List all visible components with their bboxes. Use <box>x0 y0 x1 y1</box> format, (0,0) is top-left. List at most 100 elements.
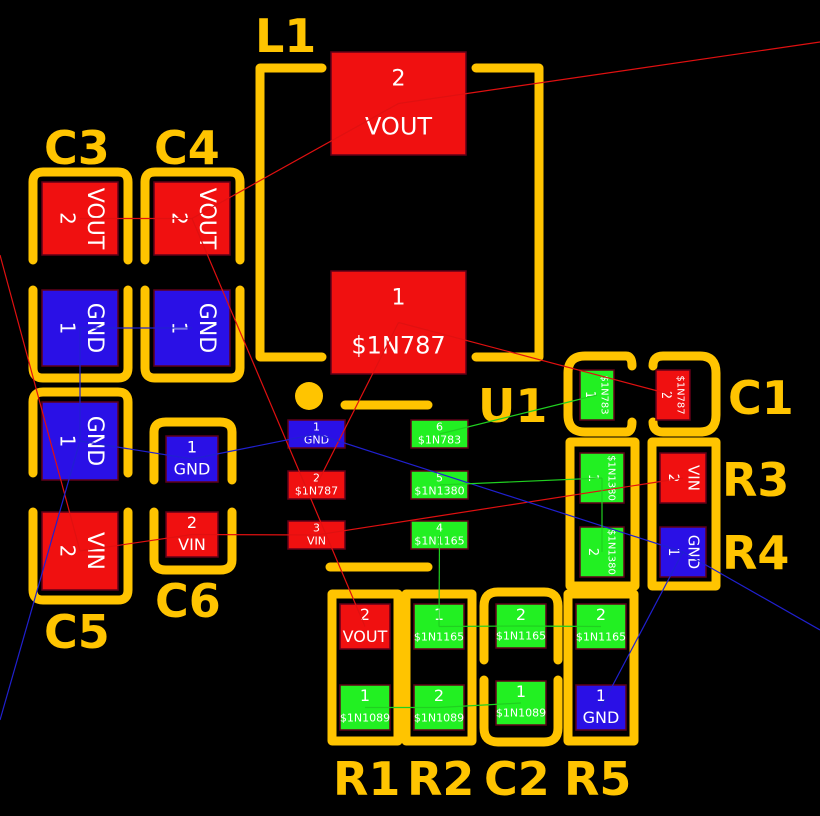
ratsnest-line <box>439 477 603 486</box>
pad-net-label: $1N1089 <box>340 711 390 724</box>
pad-net-label: $1N787 <box>295 485 338 498</box>
pad-net-label: GND <box>583 708 620 727</box>
r3-outline <box>565 437 640 520</box>
pad-net-label: $1N1089 <box>496 707 546 720</box>
pad-number: 2 <box>313 471 320 484</box>
pad-c1-2[interactable]: 2$1N787 <box>655 369 691 421</box>
r5-outline <box>563 589 639 670</box>
r2-outline-bottom <box>401 660 477 746</box>
pad-net-label: $1N783 <box>418 434 461 447</box>
pad-net-label: $1N1380 <box>606 529 617 575</box>
pad-number: 2 <box>585 548 600 556</box>
c4-outline-bottom <box>140 285 245 383</box>
pad-net-label: VIN <box>307 535 326 548</box>
pad-number: 1 <box>360 686 370 705</box>
designator-c4: C4 <box>154 121 220 175</box>
pad-number: 1 <box>56 435 80 448</box>
c6-outline-bottom <box>149 507 237 575</box>
pad-number: 2 <box>187 513 197 532</box>
designator-r3: R3 <box>722 453 789 507</box>
designator-c3: C3 <box>44 121 110 175</box>
pad-net-label: $1N1089 <box>414 711 464 724</box>
r3-outline-right <box>647 437 721 520</box>
pad-net-label: $1N1165 <box>496 630 546 643</box>
ratsnest-line <box>398 41 820 105</box>
pad-net-label: VOUT <box>194 188 219 250</box>
pad-number: 6 <box>436 420 443 433</box>
pad-number: 1 <box>516 682 526 701</box>
pad-net-label: VOUT <box>365 113 432 141</box>
designator-r2: R2 <box>407 752 474 806</box>
pad-c1-2-copper <box>655 369 691 421</box>
ratsnest-line <box>191 433 317 460</box>
designator-r5: R5 <box>564 752 631 806</box>
pad-net-label: $1N787 <box>351 332 445 360</box>
r4-outline-right <box>647 510 721 591</box>
pad-net-label: VOUT <box>343 627 388 646</box>
c6-outline <box>149 417 237 485</box>
pad-number: 1 <box>596 686 606 705</box>
pad-net-label: VIN <box>82 532 107 570</box>
pad-r3-1-copper <box>579 452 625 504</box>
ratsnest-line <box>438 702 522 709</box>
ratsnest-line <box>315 322 400 486</box>
pad-net-label: $1N1165 <box>414 630 464 643</box>
pad-number: 2 <box>56 545 80 558</box>
l1-outline-left <box>255 63 327 362</box>
designator-l1: L1 <box>255 9 316 63</box>
ratsnest-line <box>79 533 193 552</box>
pad-net-label: $1N1380 <box>414 485 464 498</box>
designator-r1: R1 <box>333 752 400 806</box>
pad-number: 1 <box>313 420 320 433</box>
pad-number: 2 <box>360 605 370 624</box>
c1-outline-right <box>648 351 721 437</box>
ratsnest-line <box>438 625 522 628</box>
ratsnest-line <box>682 551 820 631</box>
pad-r1-2-copper <box>339 603 391 650</box>
designator-r4: R4 <box>722 526 789 580</box>
designator-c6: C6 <box>155 574 221 628</box>
designator-layer: L1 C3 C4 C5 C6 U1 C1 R3 R4 R1 R2 C2 R5 <box>44 9 794 806</box>
r5-outline-bottom <box>563 660 639 746</box>
pad-number: 3 <box>313 521 320 534</box>
pad-number: 5 <box>436 471 443 484</box>
c1-outline-mid-top <box>605 351 637 371</box>
pad-number: 1 <box>582 391 597 399</box>
pad-number: 1 <box>187 437 197 456</box>
designator-c2: C2 <box>484 752 550 806</box>
r4-outline <box>565 510 640 591</box>
pad-net-label: VIN <box>178 535 206 554</box>
ratsnest-line <box>0 440 81 721</box>
pad-number: 2 <box>392 67 406 92</box>
ratsnest-line <box>439 394 598 435</box>
pad-u1-1-copper <box>287 419 346 449</box>
ratsnest-layer <box>0 41 820 721</box>
c5-outline-bottom <box>28 507 133 605</box>
ratsnest-line <box>520 625 602 628</box>
pad-net-label: $1N1165 <box>576 630 626 643</box>
c2-outline <box>479 587 563 665</box>
pad-number: 1 <box>392 286 406 311</box>
designator-u1: U1 <box>478 379 547 433</box>
pad-number: 2 <box>56 212 80 225</box>
pad-number: 1 <box>665 548 681 557</box>
ratsnest-line <box>600 551 684 708</box>
pad-u1-2[interactable]: 2$1N787 <box>287 470 346 500</box>
pad-number: 2 <box>434 686 444 705</box>
c2-outline-bottom <box>479 675 563 747</box>
ratsnest-line <box>316 433 684 553</box>
ratsnest-line <box>438 534 441 627</box>
ratsnest-line <box>316 477 684 536</box>
ratsnest-line <box>0 254 81 552</box>
designator-c5: C5 <box>44 605 110 659</box>
pad-number: 2 <box>658 391 673 399</box>
r1-outline-bottom <box>327 660 403 746</box>
pad-net-label: GND <box>304 434 329 447</box>
l1-outline-right <box>471 63 544 362</box>
c3-outline <box>28 167 133 265</box>
pad-net-label: GND <box>82 416 107 466</box>
